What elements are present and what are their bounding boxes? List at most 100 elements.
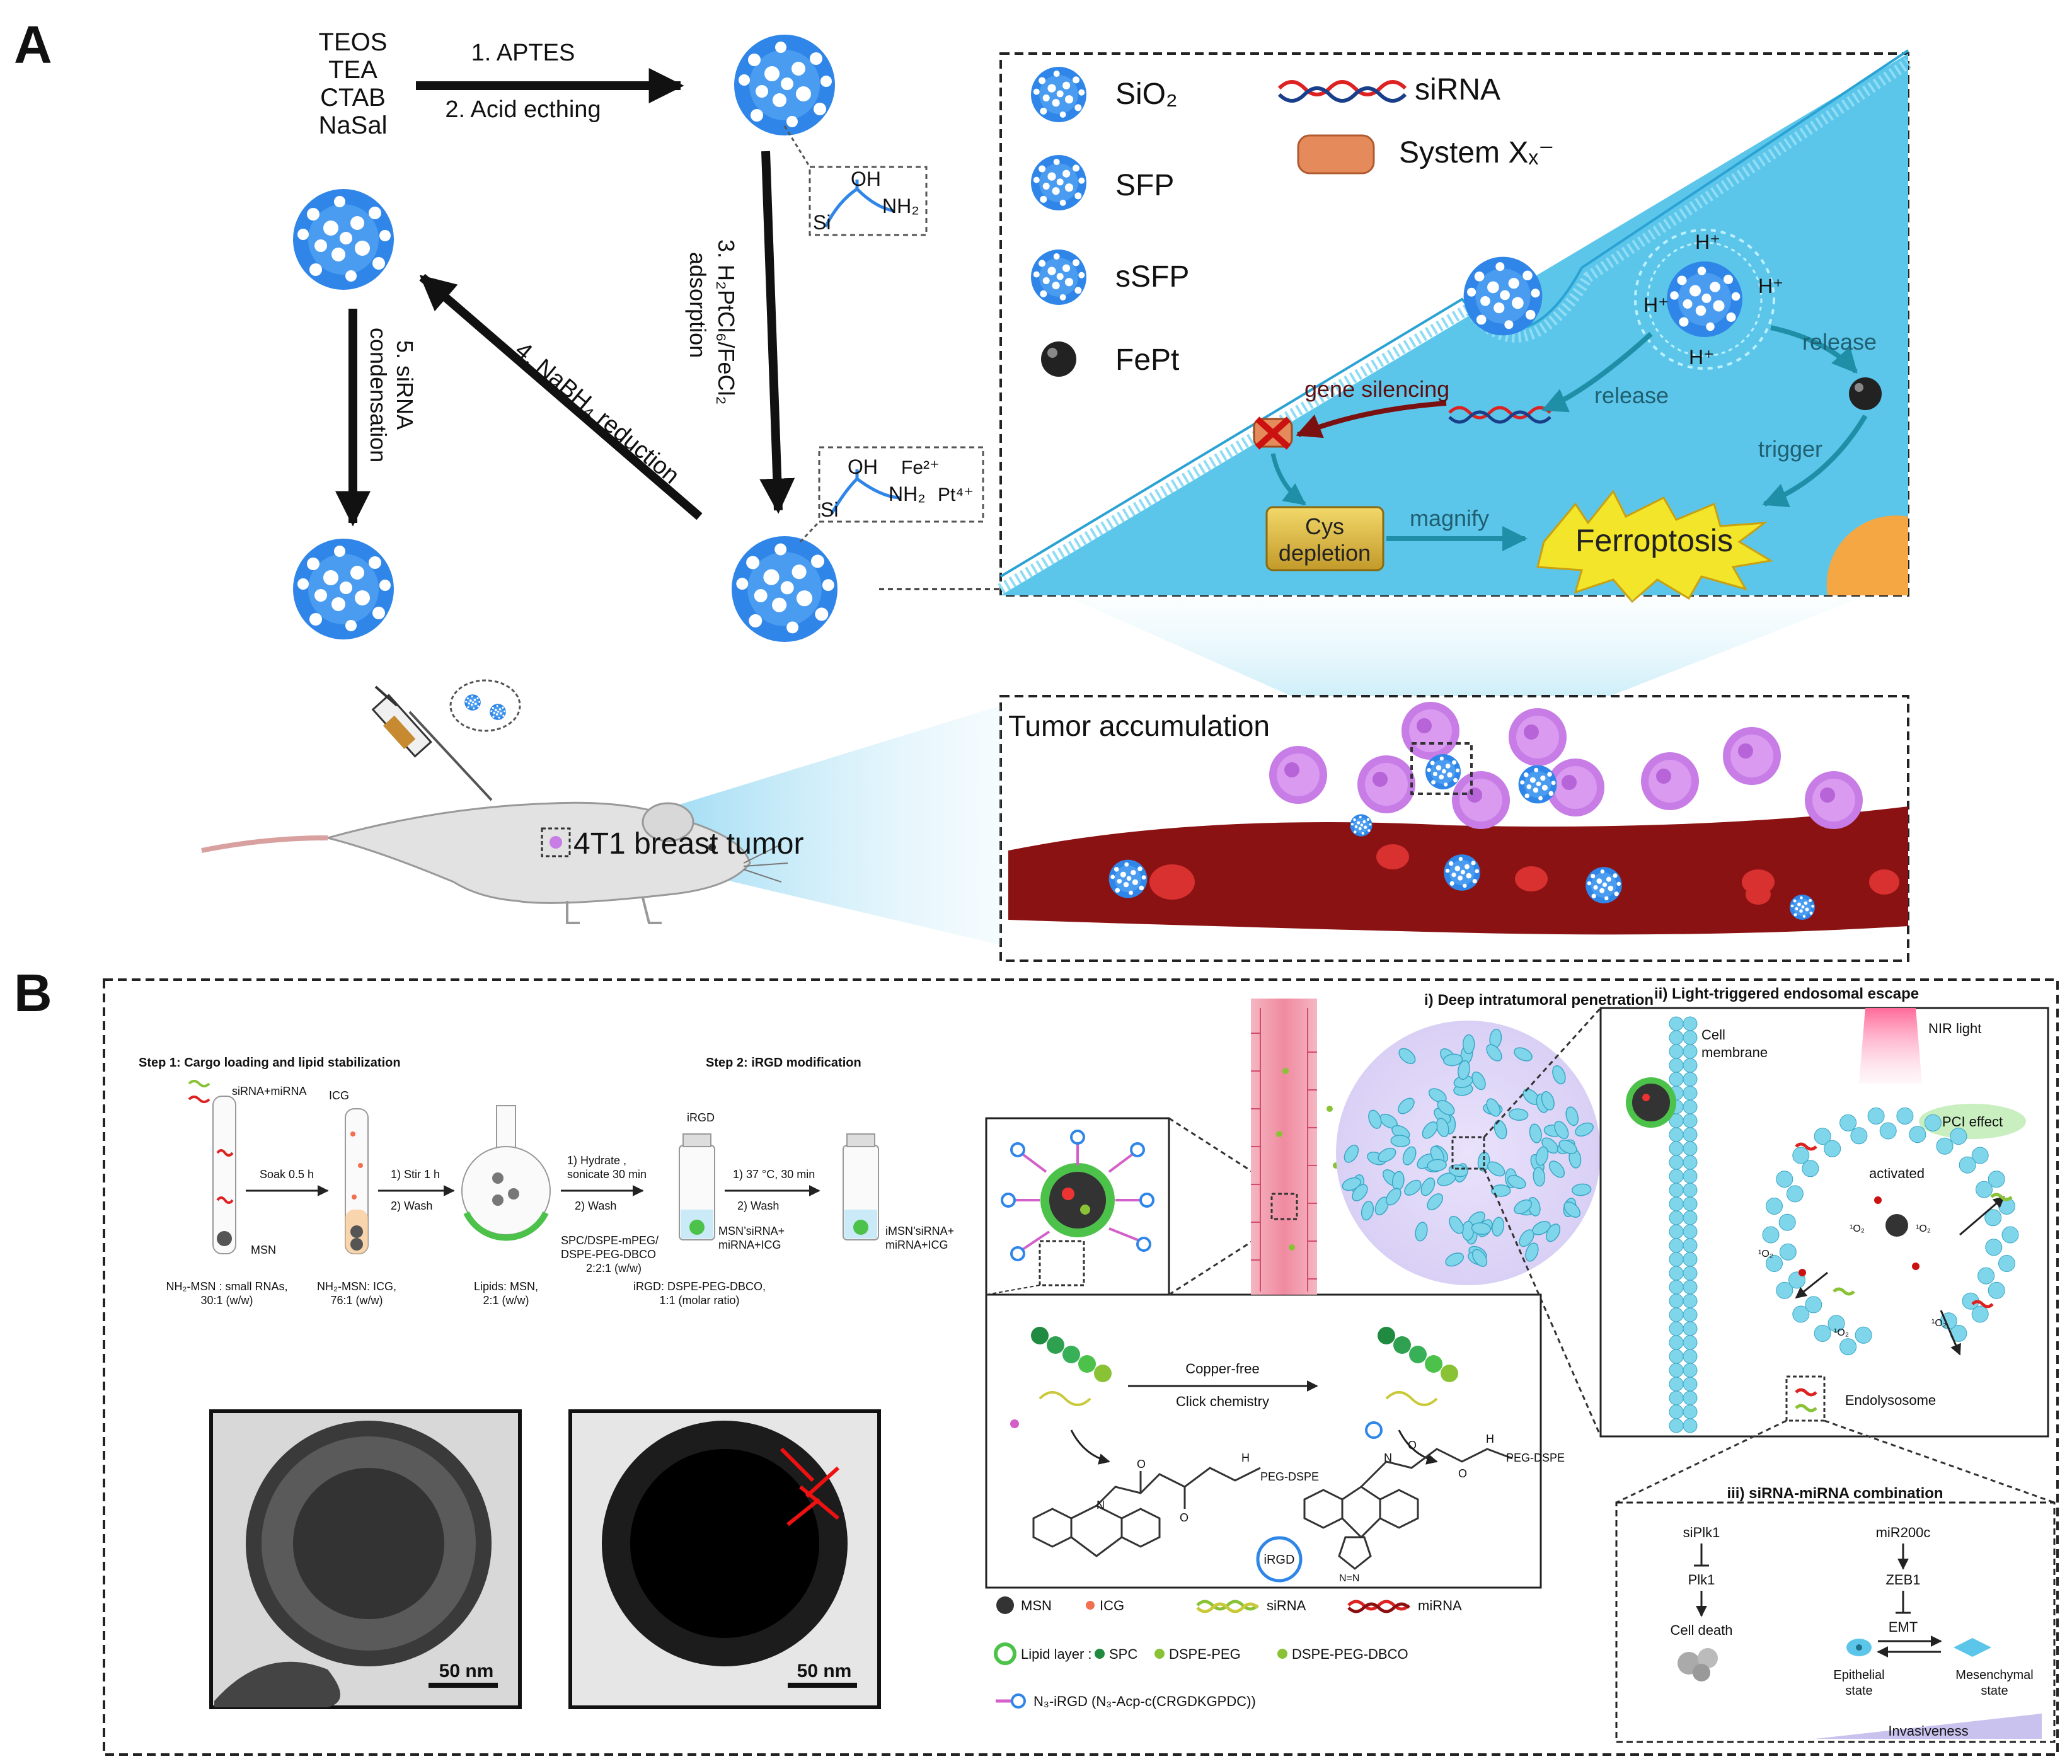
membrane-bead bbox=[1683, 1210, 1698, 1225]
cell-membrane bbox=[998, 58, 1912, 594]
chem-o-left-2: O bbox=[1180, 1511, 1189, 1524]
release-left-label: release bbox=[1594, 382, 1669, 408]
membrane-bead bbox=[1669, 1210, 1684, 1225]
tumor-cell-b bbox=[1552, 1065, 1566, 1085]
tumor-cell-b bbox=[1462, 1034, 1475, 1055]
legend-sirna-label: siRNA bbox=[1415, 73, 1500, 106]
h-plus-bottom: H⁺ bbox=[1689, 346, 1714, 369]
tumor-cell-b bbox=[1368, 1109, 1382, 1129]
tumor-site-box bbox=[541, 827, 571, 857]
cell-death-label: Cell death bbox=[1670, 1622, 1732, 1638]
endosome-bead bbox=[1924, 1114, 1942, 1131]
membrane-bead bbox=[1669, 1266, 1684, 1281]
triazole-molecule-right bbox=[1303, 1448, 1513, 1570]
temp-label: 1) 37 °C, 30 min bbox=[733, 1168, 815, 1181]
membrane-bead bbox=[1669, 1044, 1684, 1059]
membrane-bead bbox=[1669, 1307, 1684, 1322]
membrane-bead bbox=[1683, 1030, 1698, 1045]
legend-mirna-icon bbox=[1347, 1600, 1410, 1611]
tumor-cell-b bbox=[1437, 1100, 1455, 1116]
legend-dspe-peg-dbco-label: DSPE-PEG-DBCO bbox=[1292, 1646, 1408, 1662]
peg-dspe-left: PEG-DSPE bbox=[1260, 1470, 1319, 1483]
irgd-ring bbox=[1256, 1536, 1303, 1583]
tumor-cell-b bbox=[1494, 1120, 1507, 1140]
reagent-ctab: CTAB bbox=[320, 84, 386, 112]
wash-label-1: 2) Wash bbox=[391, 1200, 432, 1212]
cys-label-line2: depletion bbox=[1279, 540, 1371, 566]
membrane-bead bbox=[1669, 1155, 1684, 1170]
chem-box-metal bbox=[818, 446, 984, 523]
endolysosome-label: Endolysosome bbox=[1845, 1392, 1936, 1408]
legend-system-xc-label: System Xₓ⁻ bbox=[1399, 136, 1554, 169]
tumor-cell-b bbox=[1458, 1060, 1470, 1080]
tumor-cell-b bbox=[1422, 1121, 1438, 1139]
membrane-bead bbox=[1669, 1404, 1684, 1419]
hydrate-line1: 1) Hydrate , bbox=[567, 1154, 626, 1167]
product2-line2: miRNA+ICG bbox=[885, 1239, 948, 1251]
syringe-icon bbox=[371, 685, 493, 801]
membrane-bead bbox=[1683, 1238, 1698, 1253]
membrane-bead bbox=[1683, 1335, 1698, 1350]
activated-label: activated bbox=[1869, 1166, 1925, 1181]
tumor-cell-b bbox=[1472, 1249, 1488, 1267]
endosome-bead bbox=[1792, 1305, 1810, 1323]
endosome-bead bbox=[1971, 1147, 1989, 1164]
scale-label-2: 50 nm bbox=[797, 1661, 852, 1681]
epithelial-label-2: state bbox=[1845, 1684, 1872, 1698]
mir200c-label: miR200c bbox=[1876, 1525, 1931, 1540]
tumor-cell-b bbox=[1471, 1071, 1486, 1091]
legend-icg-icon bbox=[1086, 1601, 1095, 1610]
membrane-bead bbox=[1683, 1016, 1698, 1031]
invasiveness-label: Invasiveness bbox=[1888, 1723, 1968, 1739]
chem-o-right-1: O bbox=[1408, 1439, 1417, 1452]
membrane-bead bbox=[1683, 1127, 1698, 1142]
membrane-bead bbox=[1683, 1113, 1698, 1128]
membrane-bead bbox=[1669, 1196, 1684, 1211]
singlet-o2-2: ¹O₂ bbox=[1916, 1223, 1931, 1234]
membrane-bead bbox=[1683, 1390, 1698, 1406]
tumor-cell-b bbox=[1420, 1177, 1436, 1196]
spc-line3: 2:2:1 (w/w) bbox=[586, 1262, 642, 1274]
endosome-bead bbox=[1855, 1326, 1872, 1344]
tumor-cell-b bbox=[1398, 1048, 1416, 1065]
tumor-cell-b bbox=[1427, 1159, 1447, 1172]
endosome-bead bbox=[1776, 1171, 1793, 1188]
membrane-bead bbox=[1669, 1127, 1684, 1142]
irgd-top-label: iRGD bbox=[687, 1111, 715, 1124]
h-plus-left: H⁺ bbox=[1643, 294, 1669, 316]
endosome-bead bbox=[1805, 1296, 1822, 1314]
mesenchymal-label-1: Mesenchymal bbox=[1955, 1668, 2033, 1682]
tumor-site-label: 4T1 breast tumor bbox=[573, 827, 804, 861]
spc-line1: SPC/DSPE-mPEG/ bbox=[561, 1234, 659, 1247]
endosome-bead bbox=[1867, 1107, 1885, 1125]
membrane-bead bbox=[1683, 1321, 1698, 1336]
membrane-bead bbox=[1669, 1238, 1684, 1253]
tumor-cell-b bbox=[1558, 1140, 1577, 1154]
membrane-bead bbox=[1683, 1224, 1698, 1239]
tumor-cell-b bbox=[1490, 1184, 1511, 1197]
mesenchymal-label-2: state bbox=[1981, 1684, 2008, 1698]
cell-membrane-beads bbox=[1669, 1016, 1698, 1433]
chem-box-apts bbox=[809, 166, 928, 236]
endosome-bead bbox=[1762, 1226, 1780, 1244]
panel-b-frame bbox=[103, 978, 2059, 1756]
membrane-bead bbox=[1669, 1072, 1684, 1087]
chem-n-right: N bbox=[1384, 1452, 1392, 1464]
gene-silencing-label: gene silencing bbox=[1304, 376, 1449, 402]
endosome-bead bbox=[1985, 1239, 2003, 1256]
endosome-bead bbox=[1792, 1147, 1810, 1164]
endosome-bead bbox=[1814, 1128, 1831, 1145]
stir-label: 1) Stir 1 h bbox=[391, 1168, 440, 1181]
legend-sirna-b-icon bbox=[1196, 1600, 1259, 1611]
chem2-oh: OH bbox=[848, 455, 878, 478]
lipid-layer-label: Lipid layer : bbox=[1021, 1646, 1092, 1662]
membrane-bead bbox=[1683, 1377, 1698, 1392]
zoom-region-tumor bbox=[1410, 742, 1473, 795]
tumor-cell-b bbox=[1548, 1160, 1565, 1178]
legend-dspe-peg-dbco-icon bbox=[1277, 1649, 1287, 1659]
ratio3-line2: 2:1 (w/w) bbox=[483, 1294, 529, 1307]
tumor-cell-b bbox=[1554, 1121, 1569, 1140]
endosome-ring bbox=[1634, 229, 1775, 370]
legend-ssfp-label: sSFP bbox=[1115, 260, 1189, 294]
endosome-bead bbox=[1976, 1181, 1993, 1198]
